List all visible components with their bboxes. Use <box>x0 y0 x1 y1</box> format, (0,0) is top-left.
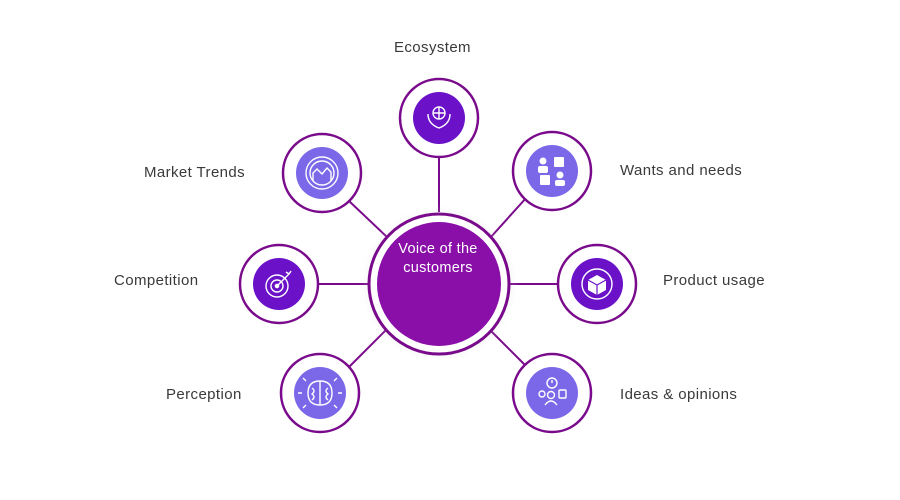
market-chart-icon <box>305 156 339 190</box>
node-product <box>556 243 638 325</box>
node-wants <box>511 130 593 212</box>
hands-holding-globe-icon <box>427 106 451 129</box>
node-competition <box>238 243 320 325</box>
target-arrow-icon <box>265 270 292 298</box>
idea-person-icon <box>538 377 567 406</box>
label-competition: Competition <box>114 272 199 289</box>
people-exchange-icon <box>538 157 565 186</box>
label-product: Product usage <box>663 272 765 289</box>
label-ecosystem: Ecosystem <box>394 39 471 56</box>
label-perception: Perception <box>166 386 242 403</box>
label-wants: Wants and needs <box>620 162 743 179</box>
node-ecosystem <box>398 77 480 159</box>
connectors <box>318 157 558 368</box>
label-ideas: Ideas & opinions <box>620 386 738 403</box>
brain-icon <box>298 377 342 409</box>
node-ideas <box>511 352 593 434</box>
box-cycle-icon <box>581 268 613 300</box>
node-market <box>281 132 363 214</box>
center-label: Voice of the customers <box>398 241 478 276</box>
label-market: Market Trends <box>144 164 246 181</box>
node-perception <box>279 352 361 434</box>
center-hub <box>359 204 519 364</box>
